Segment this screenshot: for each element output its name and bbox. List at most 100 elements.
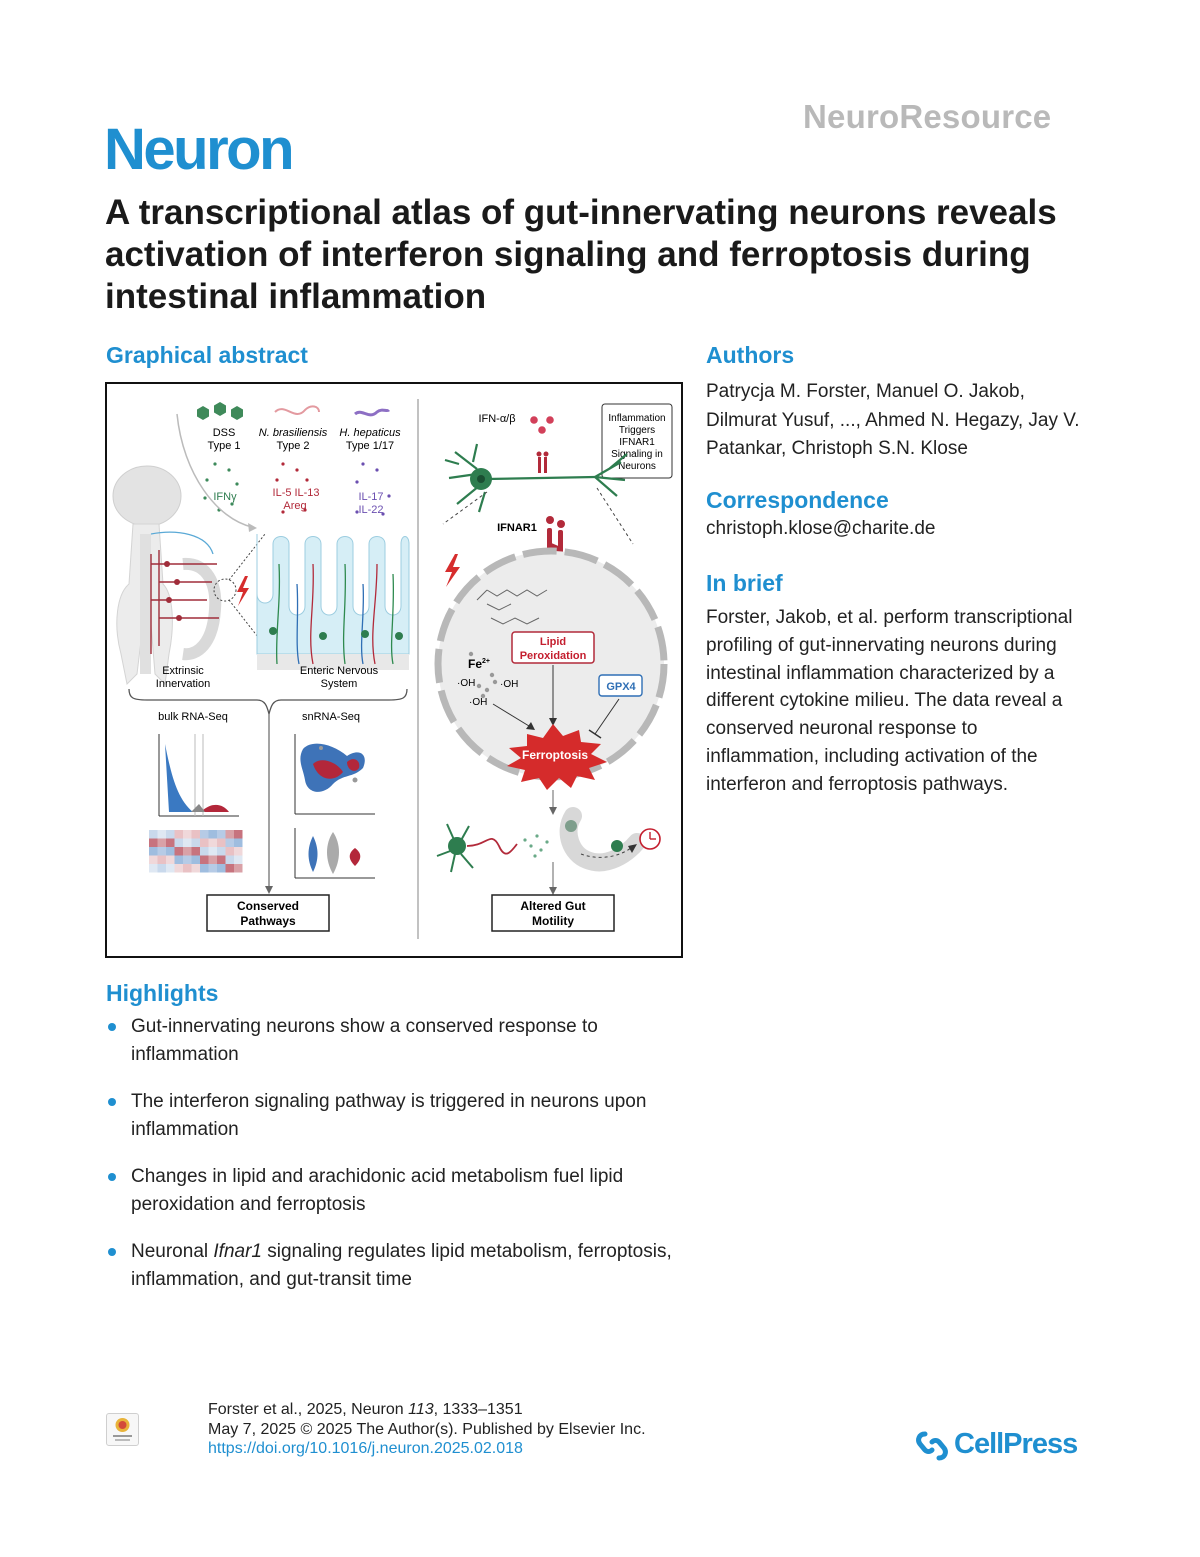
- model-name-hh: H. hepaticus: [339, 427, 401, 439]
- heatmap-cell: [157, 838, 166, 847]
- heatmap-cell: [234, 847, 243, 856]
- trigger-line-3: IFNAR1: [619, 437, 655, 448]
- citation-line: Forster et al., 2025, Neuron 113, 1333–1…: [208, 1401, 523, 1418]
- cytokine-il17: IL-17: [358, 491, 383, 503]
- graphical-abstract-heading: Graphical abstract: [106, 342, 308, 368]
- heatmap-cell: [200, 847, 209, 856]
- heatmap-cell: [183, 847, 192, 856]
- check-for-updates-icon[interactable]: [106, 1413, 139, 1446]
- bullet-icon: [108, 1173, 116, 1181]
- trigger-line-1: Inflammation: [608, 413, 665, 424]
- citation-footer: Forster et al., 2025, Neuron 113, 1333–1…: [208, 1400, 646, 1459]
- heatmap-cell: [208, 830, 217, 839]
- bullet-icon: [108, 1023, 116, 1031]
- label-gpx4: GPX4: [606, 681, 636, 693]
- heatmap-cell: [217, 838, 226, 847]
- heatmap-cell: [225, 838, 234, 847]
- correspondence-email[interactable]: christoph.klose@charite.de: [706, 518, 936, 539]
- heatmap-cell: [149, 855, 158, 864]
- heatmap-cell: [174, 864, 183, 873]
- highlight-item: Changes in lipid and arachidonic acid me…: [106, 1163, 696, 1218]
- label-enteric-1: Enteric Nervous: [300, 665, 379, 677]
- heatmap-cell: [166, 855, 175, 864]
- model-type-dss: Type 1: [207, 440, 240, 452]
- heatmap-cell: [174, 855, 183, 864]
- doi-link[interactable]: https://doi.org/10.1016/j.neuron.2025.02…: [208, 1440, 523, 1457]
- highlight-item: Gut-innervating neurons show a conserved…: [106, 1013, 696, 1068]
- human-body-illustration: [112, 465, 222, 686]
- heatmap-cell: [183, 855, 192, 864]
- label-conserved-2: Pathways: [240, 914, 296, 928]
- cytokine-ifng: IFNγ: [213, 491, 237, 503]
- umap-illustration: [294, 734, 375, 815]
- heatmap-cell: [217, 847, 226, 856]
- heatmap-cell: [208, 864, 217, 873]
- highlights-heading: Highlights: [106, 980, 219, 1006]
- heatmap-cell: [183, 830, 192, 839]
- heatmap-cell: [157, 855, 166, 864]
- model-name-dss: DSS: [213, 427, 236, 439]
- model-type-hh: Type 1/17: [346, 440, 394, 452]
- label-lipid-2: Peroxidation: [520, 650, 587, 662]
- highlights-list: Gut-innervating neurons show a conserved…: [106, 1013, 696, 1313]
- label-ferroptosis: Ferroptosis: [522, 748, 588, 762]
- cytokine-dots: [203, 462, 391, 516]
- graphical-abstract-figure: DSS Type 1 N. brasiliensis Type 2 H. hep…: [112, 399, 673, 939]
- heatmap-cell: [157, 864, 166, 873]
- label-oh-2: ·OH: [500, 679, 518, 690]
- highlight-item: Neuronal Ifnar1 signaling regulates lipi…: [106, 1238, 696, 1293]
- highlight-item: The interferon signaling pathway is trig…: [106, 1088, 696, 1143]
- heatmap-cell: [149, 864, 158, 873]
- heatmap-cell: [191, 855, 200, 864]
- heatmap-cell: [183, 838, 192, 847]
- heatmap-cell: [166, 864, 175, 873]
- heatmap-cell: [234, 864, 243, 873]
- heatmap-cell: [208, 838, 217, 847]
- heatmap-cell: [217, 830, 226, 839]
- dss-hexagon-icons: [197, 402, 243, 420]
- heatmap-cell: [200, 855, 209, 864]
- clock-icon: [639, 828, 661, 850]
- helicobacter-bacterium-icon: [354, 408, 391, 417]
- conserved-pathways-box: [206, 894, 330, 932]
- cytokine-il22: IL-22: [358, 504, 383, 516]
- heatmap-cell: [208, 855, 217, 864]
- trigger-line-5: Neurons: [618, 461, 656, 472]
- altered-motility-box: [491, 894, 615, 932]
- heatmap-cell: [225, 847, 234, 856]
- gut-motility-illustration: [559, 807, 646, 872]
- lipid-peroxidation-box: [511, 631, 595, 664]
- lightning-icon-right: [445, 554, 460, 587]
- extrinsic-nerves: [150, 550, 219, 654]
- heatmap-cell: [191, 847, 200, 856]
- heatmap-cell: [200, 830, 209, 839]
- heatmap-cell: [174, 847, 183, 856]
- label-extrinsic-2: Innervation: [156, 678, 210, 690]
- neuron-illustration: [444, 443, 628, 513]
- heatmap-cell: [191, 864, 200, 873]
- heatmap-illustration: [149, 830, 243, 873]
- heatmap-cell: [225, 864, 234, 873]
- bullet-icon: [108, 1098, 116, 1106]
- heatmap-cell: [191, 838, 200, 847]
- ifnar1-receptor-small: [536, 451, 549, 473]
- label-oh-1: ·OH: [457, 678, 475, 689]
- article-title: A transcriptional atlas of gut-innervati…: [105, 193, 1057, 316]
- bullet-icon: [108, 1248, 116, 1256]
- publication-date-line: May 7, 2025 © 2025 The Author(s). Publis…: [208, 1420, 646, 1438]
- label-fe: Fe2+: [468, 657, 490, 671]
- journal-logo: Neuron: [104, 117, 295, 182]
- label-motility-2: Motility: [532, 914, 574, 928]
- heatmap-cell: [217, 864, 226, 873]
- heatmap-cell: [234, 855, 243, 864]
- cytokine-il5: IL-5: [273, 487, 292, 499]
- heatmap-cell: [149, 847, 158, 856]
- label-lipid-1: Lipid: [540, 636, 566, 648]
- fatty-acid-illustration: [476, 589, 548, 625]
- heatmap-cell: [183, 864, 192, 873]
- intestinal-villi-illustration: [256, 534, 410, 670]
- label-extrinsic-1: Extrinsic: [162, 665, 204, 677]
- violin-plot-illustration: [294, 828, 375, 879]
- heatmap-cell: [149, 830, 158, 839]
- trigger-line-2: Triggers: [619, 425, 655, 436]
